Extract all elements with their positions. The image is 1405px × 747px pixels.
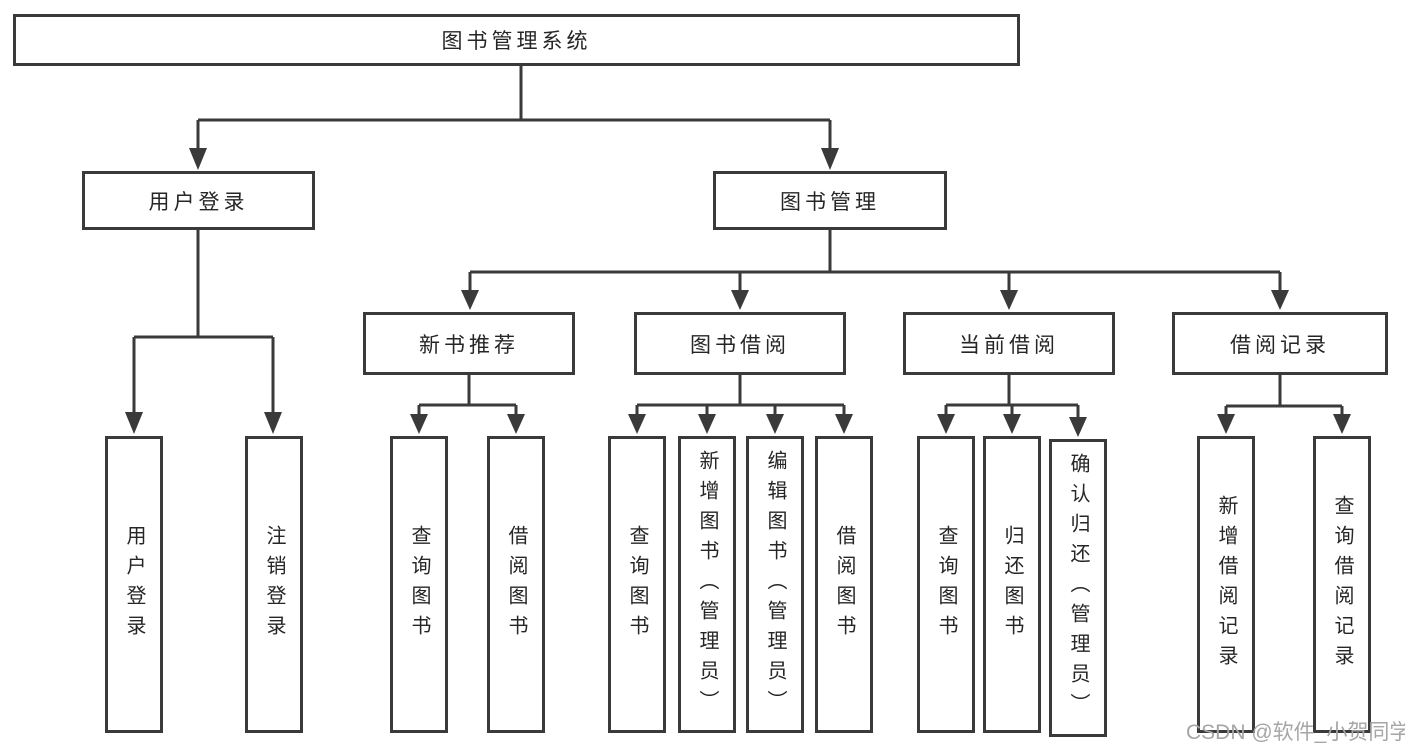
node-book-mgmt: 图书管理 xyxy=(713,171,947,230)
node-new-book-rec: 新书推荐 xyxy=(363,312,575,375)
leaf-rec-borrow-books: 借阅图书 xyxy=(487,436,545,733)
leaf-bb-add-books: 新增图书（管理员） xyxy=(678,436,736,733)
leaf-br-add-record-label: 新增借阅记录 xyxy=(1215,494,1237,675)
connector-new-book-rec-branch xyxy=(410,375,525,434)
watermark: CSDN @软件_小贺同学 xyxy=(1186,721,1405,744)
leaf-logout: 注销登录 xyxy=(245,436,303,733)
leaf-cb-query-books: 查询图书 xyxy=(917,436,975,733)
node-user-login-label: 用户登录 xyxy=(148,190,249,214)
node-current-borrow: 当前借阅 xyxy=(903,312,1115,375)
leaf-bb-borrow-books: 借阅图书 xyxy=(815,436,873,733)
leaf-cb-return-books: 归还图书 xyxy=(983,436,1041,733)
leaf-user-login: 用户登录 xyxy=(105,436,163,733)
leaf-bb-add-books-label: 新增图书（管理员） xyxy=(696,449,718,720)
leaf-br-add-record: 新增借阅记录 xyxy=(1197,436,1255,733)
leaf-br-query-record: 查询借阅记录 xyxy=(1313,436,1371,733)
node-borrow-records-label: 借阅记录 xyxy=(1230,333,1330,357)
leaf-cb-confirm-return: 确认归还（管理员） xyxy=(1049,439,1107,737)
leaf-bb-query-books: 查询图书 xyxy=(608,436,666,733)
leaf-rec-query-books-label: 查询图书 xyxy=(408,524,430,645)
leaf-bb-edit-books: 编辑图书（管理员） xyxy=(746,436,804,733)
leaf-logout-label: 注销登录 xyxy=(263,524,285,645)
node-book-borrow-label: 图书借阅 xyxy=(690,333,790,357)
connector-borrow-records-branch xyxy=(1217,375,1351,434)
leaf-bb-edit-books-label: 编辑图书（管理员） xyxy=(764,449,786,720)
node-root-label: 图书管理系统 xyxy=(441,30,592,53)
connector-user-login-branch xyxy=(125,230,282,434)
connector-book-mgmt-branch xyxy=(461,230,1289,310)
node-book-borrow: 图书借阅 xyxy=(634,312,846,375)
leaf-br-query-record-label: 查询借阅记录 xyxy=(1331,494,1353,675)
leaf-cb-query-books-label: 查询图书 xyxy=(935,524,957,645)
node-root: 图书管理系统 xyxy=(13,14,1020,66)
node-current-borrow-label: 当前借阅 xyxy=(959,333,1059,357)
leaf-bb-borrow-books-label: 借阅图书 xyxy=(833,524,855,645)
leaf-cb-confirm-return-label: 确认归还（管理员） xyxy=(1067,453,1089,723)
connector-book-borrow-branch xyxy=(628,375,853,434)
leaf-rec-query-books: 查询图书 xyxy=(390,436,448,733)
node-book-mgmt-label: 图书管理 xyxy=(780,190,880,214)
node-borrow-records: 借阅记录 xyxy=(1172,312,1388,375)
node-new-book-rec-label: 新书推荐 xyxy=(419,333,519,357)
node-user-login: 用户登录 xyxy=(82,171,315,230)
connector-current-borrow-branch xyxy=(937,375,1087,437)
leaf-bb-query-books-label: 查询图书 xyxy=(626,524,648,645)
leaf-cb-return-books-label: 归还图书 xyxy=(1001,524,1023,645)
connector-root-branch xyxy=(189,66,839,170)
leaf-rec-borrow-books-label: 借阅图书 xyxy=(505,524,527,645)
leaf-user-login-label: 用户登录 xyxy=(123,524,145,645)
